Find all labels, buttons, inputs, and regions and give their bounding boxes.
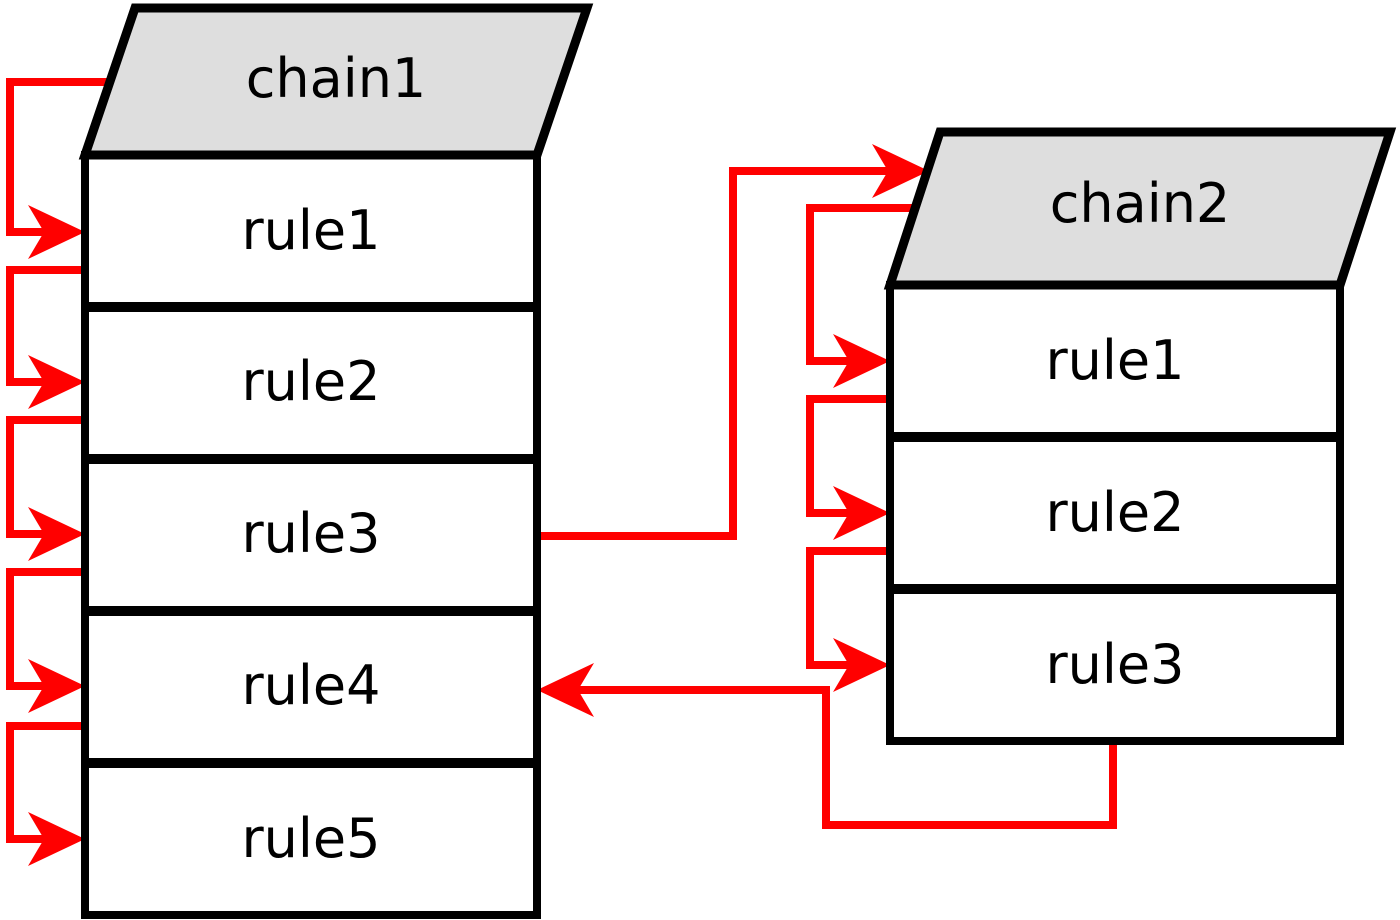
chain1-rule2-label: rule2 — [241, 350, 380, 413]
arrow-chain2-rule2-to-rule3 — [806, 547, 890, 669]
chain1-header — [78, 3, 594, 160]
flow-arrows — [6, 78, 1117, 866]
chain2-rule2-label: rule2 — [1045, 481, 1184, 544]
chain1-rule3-label: rule3 — [241, 502, 380, 565]
arrow-chain2-to-rule1 — [806, 204, 916, 365]
arrow-return-chain2-to-chain1-rule4 — [575, 686, 1117, 829]
chain2-title: chain2 — [1050, 172, 1231, 235]
chain2-header — [883, 127, 1397, 290]
arrow-chain2-rule1-to-rule2 — [806, 395, 890, 517]
chain1-group: chain1 rule1 rule2 rule3 rule4 rule5 — [78, 3, 594, 919]
chain1-rule4-label: rule4 — [241, 654, 380, 717]
chain2-group: chain2 rule1 rule2 rule3 — [883, 127, 1397, 745]
chain2-rule3-label: rule3 — [1045, 633, 1184, 696]
arrow-chain1-to-rule1 — [6, 78, 114, 236]
chain1-title: chain1 — [246, 47, 427, 110]
chain2-rule1-label: rule1 — [1045, 329, 1184, 392]
chain2-rule-stack — [886, 281, 1344, 745]
arrow-chain1-rule3-to-rule4 — [6, 568, 85, 690]
arrow-chain1-rule1-to-rule2 — [6, 266, 85, 386]
arrow-chain1-rule2-to-rule3 — [6, 416, 85, 538]
chain1-rule5-label: rule5 — [241, 807, 380, 870]
arrow-chain1-rule4-to-rule5 — [6, 722, 85, 843]
chain1-rule1-label: rule1 — [241, 199, 380, 262]
arrow-jump-chain1-rule3-to-chain2 — [537, 167, 891, 540]
